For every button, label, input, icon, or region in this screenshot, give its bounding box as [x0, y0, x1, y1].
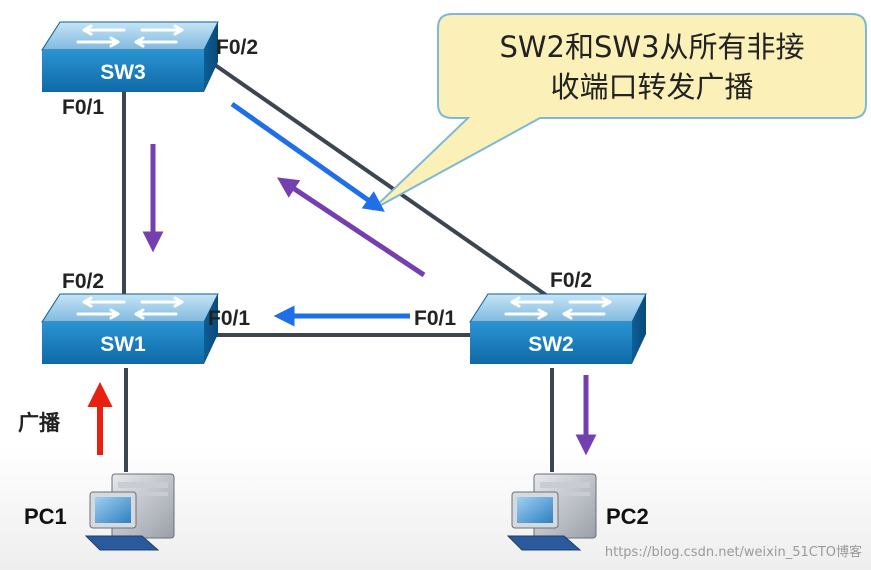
purple-arrow-sw2-to-sw3	[277, 177, 426, 278]
pc1	[84, 473, 175, 551]
port-label-sw2-f01: F0/1	[414, 307, 456, 330]
callout-bubble: SW2和SW3从所有非接 收端口转发广播	[371, 13, 867, 211]
port-label-sw1-f02: F0/2	[62, 270, 104, 293]
links	[122, 56, 558, 472]
switch-sw3: SW3	[41, 21, 219, 92]
pc1-label: PC1	[24, 504, 67, 529]
sw3-label: SW3	[100, 61, 146, 84]
switch-sw1: SW1	[41, 293, 219, 364]
watermark: https://blog.csdn.net/weixin_51CTO博客	[605, 544, 862, 560]
switch-arrows-icon	[76, 296, 184, 320]
switch-arrows-icon	[76, 24, 184, 48]
sw2-label: SW2	[528, 333, 574, 356]
arrows	[87, 101, 597, 456]
pc2-label: PC2	[606, 504, 649, 529]
blue-arrow-sw3-to-sw2	[230, 101, 385, 212]
computer-icon	[506, 473, 597, 551]
port-label-sw2-f02: F0/2	[550, 269, 592, 292]
callout-line-2: 收端口转发广播	[550, 70, 753, 104]
port-label-sw3-f02: F0/2	[216, 36, 258, 59]
port-label-sw3-f01: F0/1	[62, 96, 104, 119]
pc2	[506, 473, 597, 551]
port-label-sw1-f01: F0/1	[208, 307, 250, 330]
sw1-label: SW1	[100, 333, 146, 356]
link-sw3-sw2	[203, 56, 558, 304]
broadcast-label: 广播	[18, 411, 61, 435]
switch-sw2: SW2	[469, 293, 647, 364]
callout-line-1: SW2和SW3从所有非接	[499, 30, 804, 64]
switch-arrows-icon	[504, 296, 612, 320]
computer-icon	[84, 473, 175, 551]
